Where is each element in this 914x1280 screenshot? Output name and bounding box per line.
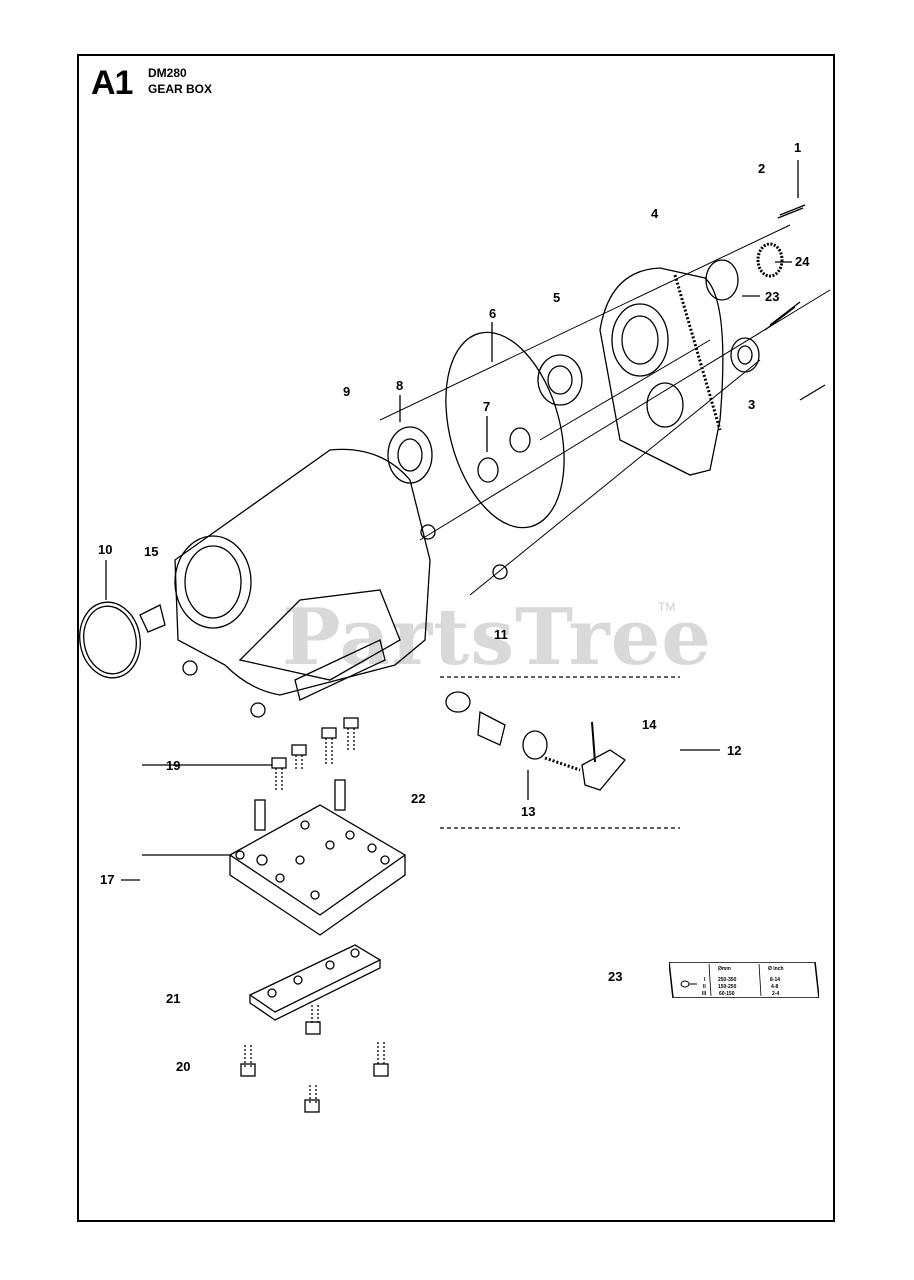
plug-15 — [139, 604, 166, 633]
screw-lower — [799, 384, 826, 401]
seal-8 — [387, 426, 433, 484]
section-title: GEAR BOX — [148, 82, 213, 96]
decal-row-inch: 8-14 — [770, 977, 781, 983]
callout-20[interactable]: 20 — [176, 1059, 191, 1074]
callout-1[interactable]: 1 — [794, 140, 802, 155]
gearbox-housing — [174, 448, 431, 701]
washer-23 — [705, 259, 739, 301]
decal-row-gear: I — [704, 977, 706, 983]
callout-13[interactable]: 13 — [521, 804, 536, 819]
screws-19 — [271, 717, 359, 790]
callout-21[interactable]: 21 — [166, 991, 181, 1006]
needle-bearing-7 — [477, 457, 499, 483]
rail-21 — [248, 944, 382, 1021]
watermark-tm: TM — [658, 600, 676, 614]
lever-12 — [581, 749, 626, 791]
callout-7[interactable]: 7 — [483, 399, 491, 414]
watermark: PartsTree — [282, 592, 712, 683]
model-name: DM280 — [148, 66, 187, 80]
circlip-13 — [522, 730, 548, 760]
decal-row-mm: 150-250 — [718, 984, 737, 990]
decal-row-mm: 60-150 — [719, 991, 735, 997]
screw-upper — [764, 301, 801, 331]
callout-5[interactable]: 5 — [553, 290, 561, 305]
callout-11[interactable]: 11 — [494, 627, 508, 642]
callout-22[interactable]: 22 — [411, 791, 426, 806]
callout-4[interactable]: 4 — [651, 206, 659, 221]
speed-decal-23 — [669, 962, 819, 998]
callout-23-washer[interactable]: 23 — [765, 289, 780, 304]
decal-row-inch: 4-8 — [771, 984, 779, 990]
gear-24 — [756, 242, 784, 278]
bearing-3 — [730, 337, 760, 373]
o-ring-11 — [445, 691, 471, 713]
o-ring-10 — [79, 601, 141, 679]
callout-19[interactable]: 19 — [166, 758, 181, 773]
spring — [544, 756, 581, 772]
decal-row-gear: III — [702, 991, 707, 997]
nut — [182, 660, 198, 676]
decal-col-inch: Ø inch — [768, 966, 784, 972]
pin-22 — [254, 799, 266, 831]
base-plate-17 — [228, 804, 407, 936]
callout-8[interactable]: 8 — [396, 378, 404, 393]
callout-3[interactable]: 3 — [748, 397, 756, 412]
diagram-frame — [77, 54, 835, 1222]
callout-15[interactable]: 15 — [144, 544, 159, 559]
section-code: A1 — [91, 64, 133, 102]
callout-10[interactable]: 10 — [98, 542, 113, 557]
decal-row-inch: 2-4 — [772, 991, 780, 997]
callout-2[interactable]: 2 — [758, 161, 766, 176]
decal-col-mm: Ømm — [718, 966, 731, 972]
callout-9[interactable]: 9 — [343, 384, 351, 399]
decal-row-mm: 250-350 — [718, 977, 737, 983]
gear-cover — [599, 267, 724, 476]
callout-17[interactable]: 17 — [100, 872, 115, 887]
callout-24[interactable]: 24 — [795, 254, 810, 269]
screws-20 — [240, 1005, 389, 1113]
callout-6[interactable]: 6 — [489, 306, 497, 321]
screw-1 — [777, 204, 806, 219]
o-ring-6 — [445, 331, 565, 529]
pin-14 — [591, 721, 596, 763]
shaft-11 — [477, 710, 506, 746]
callout-12[interactable]: 12 — [727, 743, 742, 758]
callout-14[interactable]: 14 — [642, 717, 657, 732]
bearing-5 — [537, 354, 583, 406]
callout-23-decal[interactable]: 23 — [608, 969, 623, 984]
decal-row-gear: II — [703, 984, 706, 990]
